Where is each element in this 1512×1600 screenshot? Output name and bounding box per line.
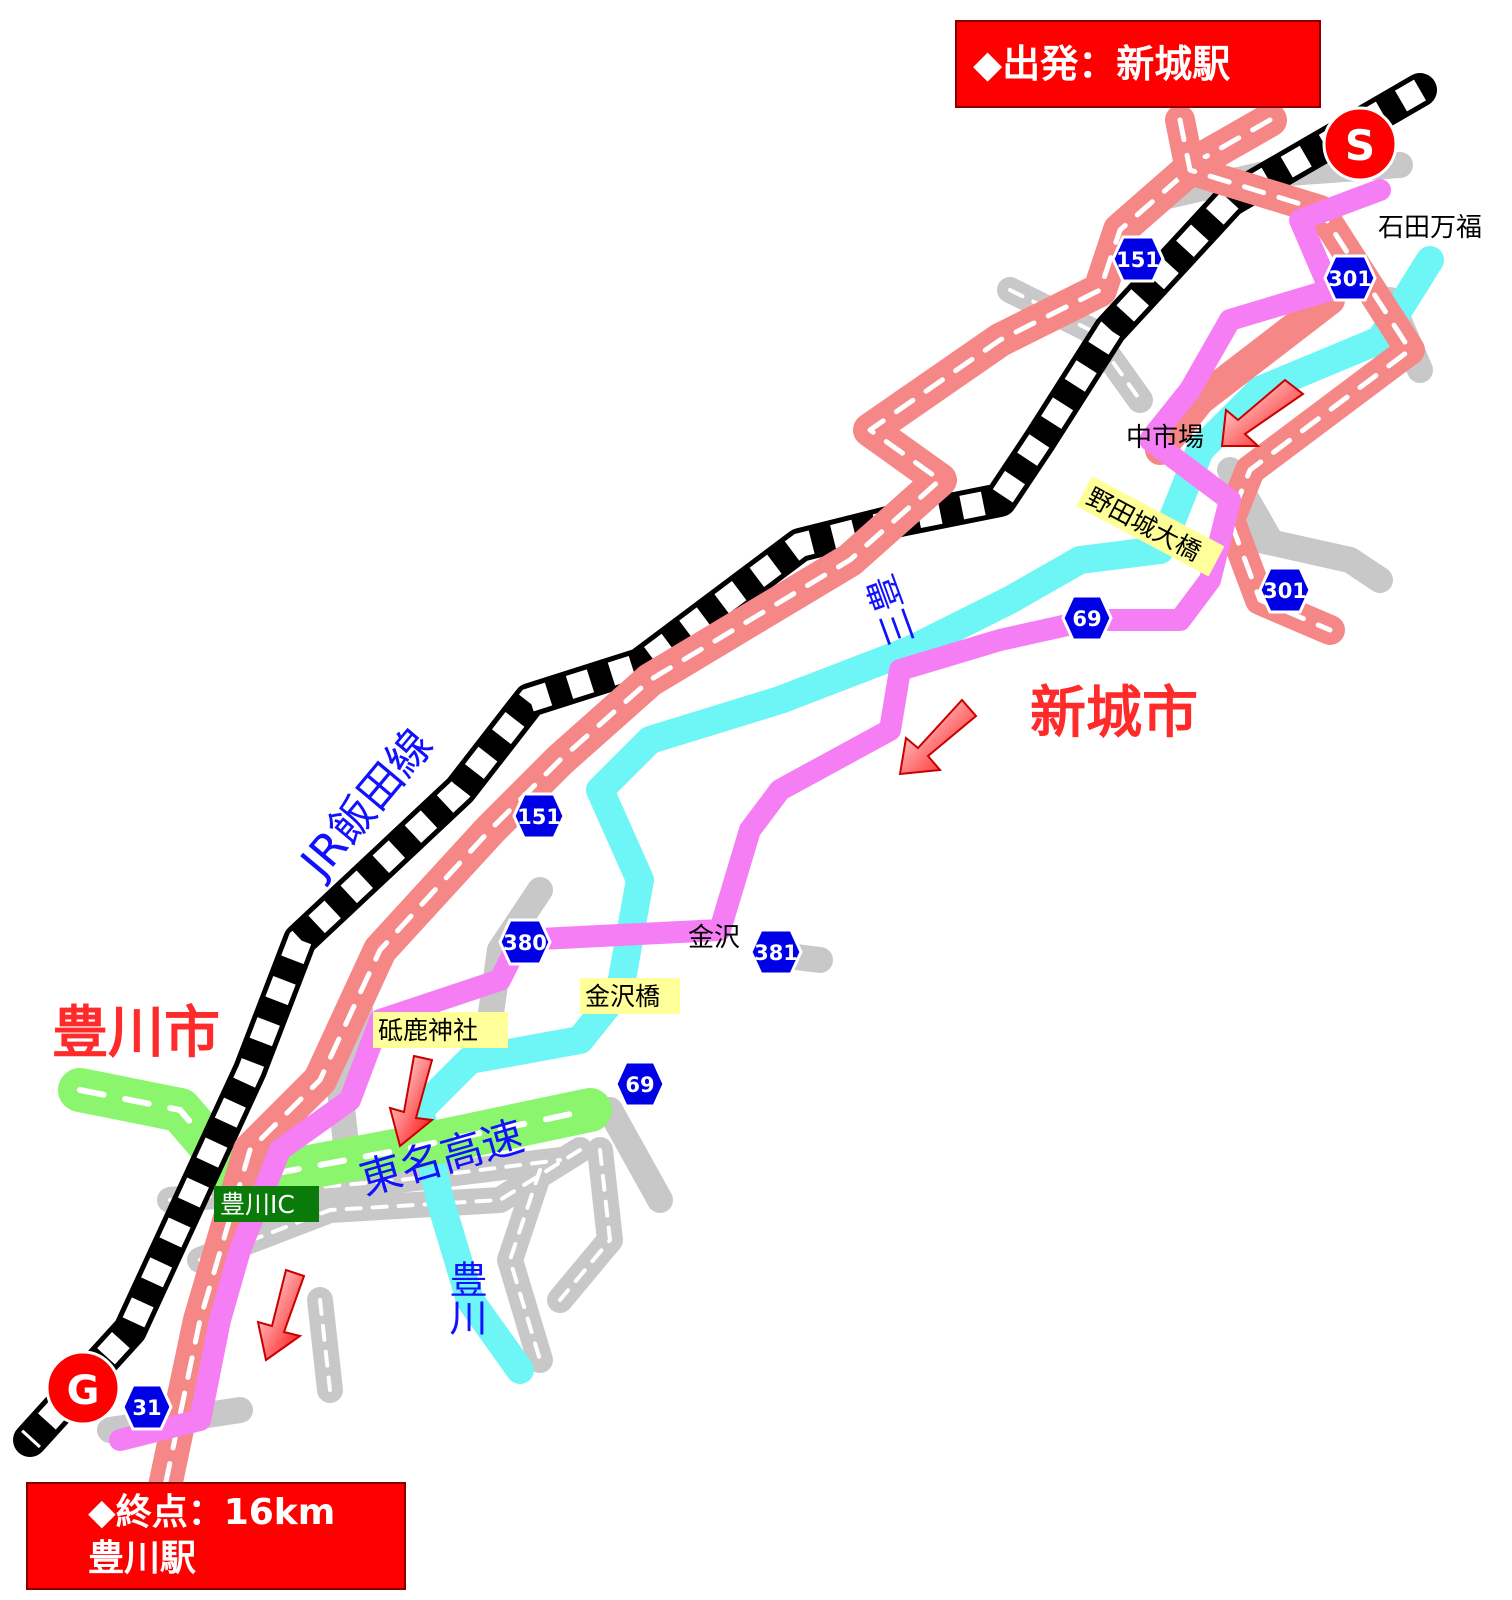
start-info-box: ◆出発：新城駅: [955, 20, 1321, 108]
end-info-line1: ◆終点：16km: [88, 1490, 404, 1536]
end-info-box: ◆終点：16km 豊川駅: [26, 1482, 406, 1590]
direction-arrows: [256, 378, 1305, 1362]
place-label-nakaichiba: 中市場: [1126, 423, 1204, 453]
svg-text:G: G: [67, 1368, 100, 1414]
svg-text:砥鹿神社: 砥鹿神社: [378, 1016, 478, 1045]
direction-arrow-icon: [1220, 378, 1305, 447]
start-info-text: 出発：新城駅: [1002, 42, 1231, 86]
signboard-shika-jinja: 砥鹿神社: [373, 1012, 508, 1048]
city-label-shinshiro: 新城市: [1030, 681, 1198, 746]
railway-jr-iida: [13, 73, 1437, 1457]
svg-text:69: 69: [1072, 607, 1101, 631]
national-roads: [143, 103, 1425, 1527]
label-toyogawa-river: 豊川: [443, 1260, 487, 1336]
direction-arrow-icon: [256, 1268, 306, 1362]
route-badge-69-icon: 69: [1061, 594, 1113, 642]
place-label-ishida-manpuku: 石田万福: [1378, 213, 1482, 243]
signboard-kanezawa-bashi: 金沢橋: [580, 978, 680, 1014]
route-badge-301-icon: 301: [1258, 566, 1312, 614]
river-toyogawa: [406, 246, 1444, 1384]
svg-text:31: 31: [132, 1396, 161, 1420]
label-sanpo: 三豊: [860, 569, 923, 651]
cycling-route: [109, 179, 1391, 1451]
goal-marker-icon: G: [45, 1350, 121, 1426]
svg-text:69: 69: [625, 1073, 654, 1097]
start-marker-icon: S: [1322, 106, 1398, 182]
svg-text:301: 301: [1328, 267, 1372, 291]
route-badge-301-icon: 301: [1323, 254, 1377, 302]
end-info-line2: 豊川駅: [88, 1538, 197, 1579]
direction-arrow-icon: [898, 698, 978, 776]
svg-text:381: 381: [754, 941, 798, 965]
city-label-toyokawa: 豊川市: [52, 1001, 220, 1066]
place-label-kanezawa: 金沢: [688, 923, 740, 953]
diamond-icon: ◆: [973, 42, 1003, 86]
route-badge-151-icon: 151: [512, 792, 566, 840]
svg-text:豊川IC: 豊川IC: [220, 1190, 295, 1219]
diamond-icon: ◆: [88, 1492, 116, 1533]
svg-text:151: 151: [517, 805, 561, 829]
route-badge-381-icon: 381: [749, 928, 803, 976]
svg-text:380: 380: [503, 931, 547, 955]
route-badge-69-icon: 69: [614, 1060, 666, 1108]
end-distance-text: 終点：16km: [115, 1492, 336, 1533]
route-badge-31-icon: 31: [121, 1383, 173, 1431]
direction-arrow-icon: [388, 1054, 435, 1148]
route-badge-151-icon: 151: [1111, 235, 1165, 283]
svg-text:301: 301: [1263, 579, 1307, 603]
svg-text:金沢橋: 金沢橋: [585, 982, 660, 1011]
route-badge-380-icon: 380: [498, 918, 552, 966]
signboard-toyokawa-ic: 豊川IC: [214, 1186, 319, 1222]
svg-text:151: 151: [1116, 248, 1160, 272]
route-badges: 151 301 301 69 151 380 381 69: [121, 235, 1377, 1431]
svg-text:S: S: [1345, 121, 1375, 170]
